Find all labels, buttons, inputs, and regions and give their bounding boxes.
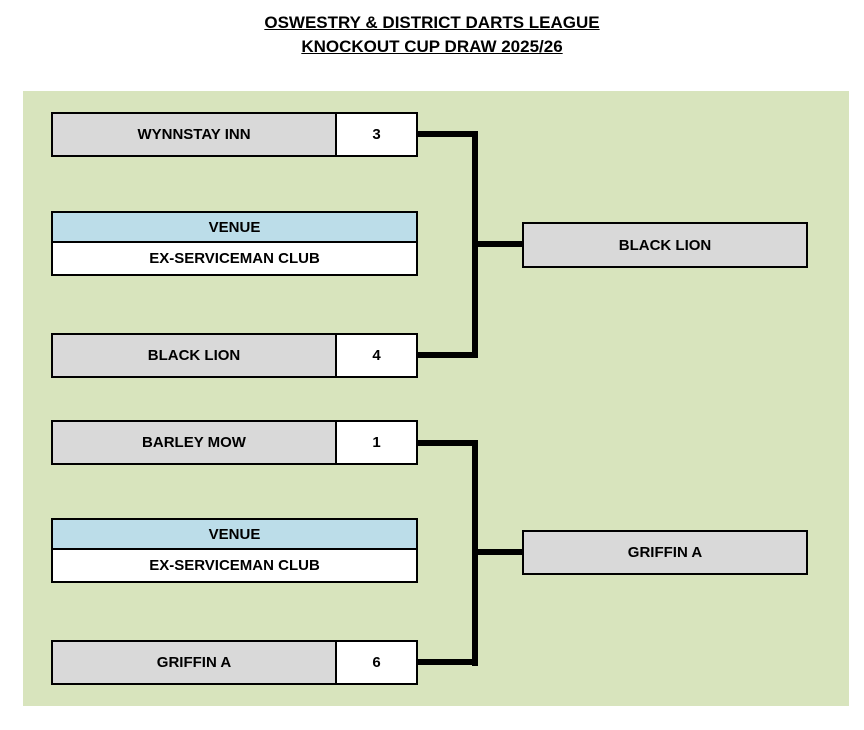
match1-team2-row: BLACK LION 4 <box>51 333 418 378</box>
bracket-panel <box>23 91 849 706</box>
match2-team2-name: GRIFFIN A <box>156 654 232 671</box>
match2-winner-box: GRIFFIN A <box>522 530 808 575</box>
match1-venue-box: VENUE EX-SERVICEMAN CLUB <box>51 211 418 276</box>
match2-team2-row: GRIFFIN A 6 <box>51 640 418 685</box>
title-line-league: OSWESTRY & DISTRICT DARTS LEAGUE <box>264 13 600 32</box>
title-line-draw: KNOCKOUT CUP DRAW 2025/26 <box>301 37 563 56</box>
match1-team2-name: BLACK LION <box>147 347 241 364</box>
match1-venue-name: EX-SERVICEMAN CLUB <box>149 250 320 267</box>
match2-venue-label: VENUE <box>53 520 416 550</box>
match1-connector-bottom <box>418 352 478 358</box>
match2-team2-score: 6 <box>335 642 416 683</box>
match2-connector-bottom <box>418 659 478 665</box>
match2-connector-winner <box>472 549 522 555</box>
match2-team1-name: BARLEY MOW <box>142 434 246 451</box>
match1-team1-row: WYNNSTAY INN 3 <box>51 112 418 157</box>
match1-team1-score: 3 <box>335 114 416 155</box>
match2-connector-top <box>418 440 478 446</box>
match2-venue-box: VENUE EX-SERVICEMAN CLUB <box>51 518 418 583</box>
match1-team1-name: WYNNSTAY INN <box>137 126 251 143</box>
match2-team1-row: BARLEY MOW 1 <box>51 420 418 465</box>
match1-winner-box: BLACK LION <box>522 222 808 268</box>
match1-team2-score: 4 <box>335 335 416 376</box>
match1-venue-label: VENUE <box>53 213 416 243</box>
match1-connector-top <box>418 131 478 137</box>
match2-venue-name: EX-SERVICEMAN CLUB <box>149 557 320 574</box>
match2-team1-score: 1 <box>335 422 416 463</box>
page-title: OSWESTRY & DISTRICT DARTS LEAGUE KNOCKOU… <box>0 11 864 59</box>
match1-connector-winner <box>472 241 522 247</box>
